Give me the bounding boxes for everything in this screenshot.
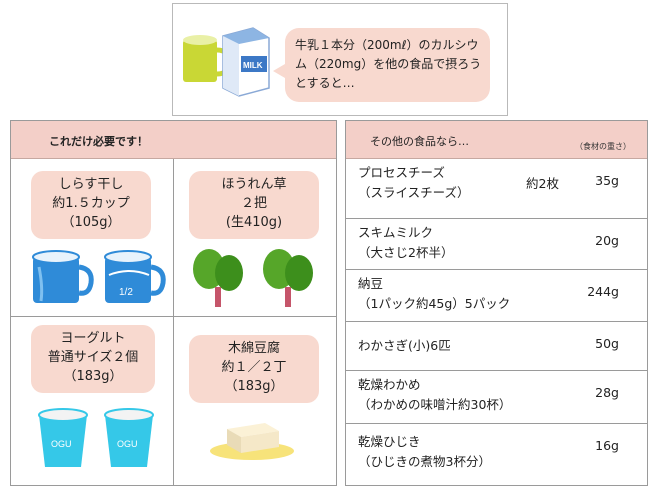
bubble-text: 牛乳１本分（200mℓ）のカルシウム（220mg）を他の食品で摂ろうとすると…: [295, 38, 482, 90]
yogurt-cup-icon: OGU: [38, 408, 88, 467]
food-row: プロセスチーズ （スライスチーズ） 約2枚 35g: [358, 165, 619, 200]
food-row: スキムミルク （大さじ2杯半） 20g: [346, 218, 647, 267]
spinach-icon: [193, 249, 243, 307]
right-panel: その他の食品なら… （食材の重さ） プロセスチーズ （スライスチーズ） 約2枚 …: [345, 120, 648, 486]
tofu-label: 木綿豆腐 約１／２丁 （183g）: [189, 335, 319, 403]
weight-note: （食材の重さ）: [575, 142, 631, 151]
milk-illustration: MILK: [183, 27, 270, 97]
food-row: 乾燥わかめ （わかめの味噌汁約30杯） 28g: [346, 370, 647, 419]
divider: [173, 159, 174, 485]
cup-icon: [32, 250, 94, 303]
svg-text:OGU: OGU: [51, 439, 72, 449]
yogurt-cup-icon: OGU: [104, 408, 154, 467]
svg-text:1/2: 1/2: [119, 287, 133, 298]
svg-text:MILK: MILK: [243, 61, 263, 70]
spinach-icon: [263, 249, 313, 307]
food-row: わかさぎ(小)6匹 50g: [346, 321, 647, 370]
mug-icon: [183, 40, 217, 82]
speech-bubble: 牛乳１本分（200mℓ）のカルシウム（220mg）を他の食品で摂ろうとすると…: [273, 28, 490, 102]
right-panel-title: その他の食品なら…: [370, 135, 469, 148]
tofu-illustration: [210, 423, 294, 460]
yogurt-illustration: OGU OGU: [38, 408, 154, 467]
yogurt-label: ヨーグルト 普通サイズ２個 （183g）: [31, 325, 155, 393]
shirasu-label: しらす干し 約1.５カップ （105g）: [31, 171, 151, 239]
header-box: MILK 牛乳１本分（200mℓ）のカルシウム（220mg）を他の食品で摂ろうと…: [172, 3, 508, 116]
spinach-label: ほうれん草 ２把 (生410g): [189, 171, 319, 239]
tofu-icon: [227, 423, 279, 453]
left-panel-header: これだけ必要です！: [11, 121, 336, 159]
right-panel-header: その他の食品なら… （食材の重さ）: [346, 121, 647, 159]
spinach-illustration: [193, 249, 313, 307]
measuring-cups-illustration: 1/2: [32, 250, 166, 303]
left-panel-title: これだけ必要です！: [49, 135, 148, 148]
food-row: 納豆 （1パック約45g）5パック 244g: [346, 269, 647, 318]
left-panel: これだけ必要です！ しらす干し 約1.５カップ （105g） ほうれん草 ２把 …: [10, 120, 337, 486]
half-cup-icon: 1/2: [104, 250, 166, 303]
divider: [11, 316, 336, 317]
svg-text:OGU: OGU: [117, 439, 138, 449]
food-row: 乾燥ひじき （ひじきの煮物3杯分） 16g: [346, 423, 647, 485]
